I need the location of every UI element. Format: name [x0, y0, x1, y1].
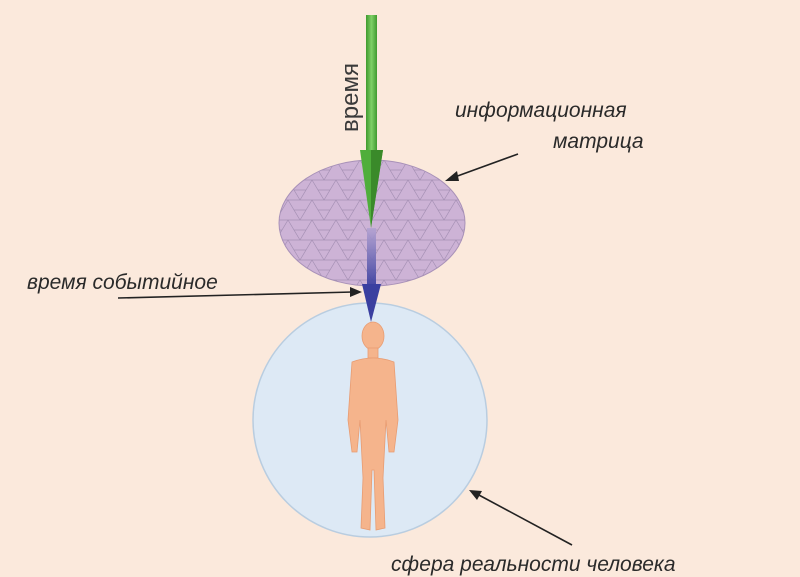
matrix-label-line1: информационная	[455, 99, 627, 122]
pointer-matrix	[445, 153, 519, 181]
event-time-arrow	[362, 228, 381, 322]
event-time-label: время событийное	[27, 271, 218, 294]
time-label: время	[337, 63, 364, 132]
pointer-sphere	[469, 490, 573, 546]
information-matrix	[278, 159, 466, 287]
matrix-label-line2: матрица	[553, 130, 644, 153]
human-figure-icon	[347, 321, 399, 531]
pointer-event-time	[117, 287, 362, 299]
reality-sphere-label: сфера реальности человека	[391, 553, 676, 576]
time-arrow	[360, 15, 383, 228]
